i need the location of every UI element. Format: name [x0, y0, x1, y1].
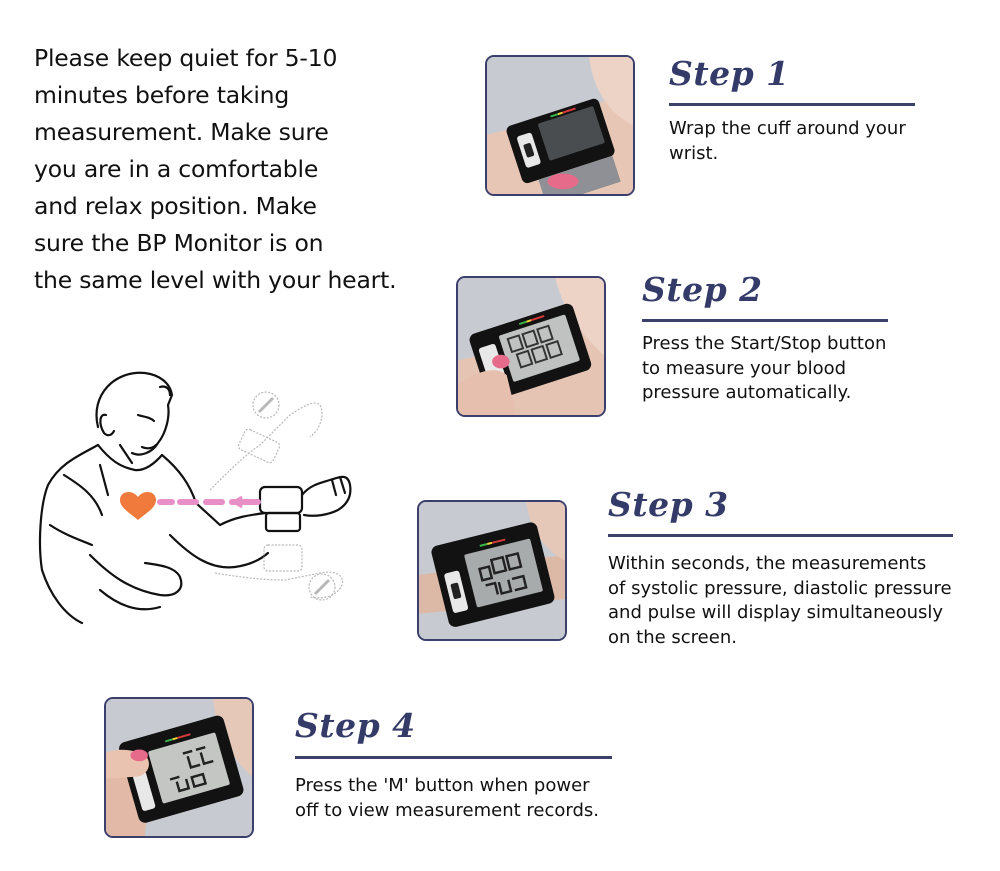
step-2-line: pressure automatically.	[642, 382, 852, 403]
step-1-line: Wrap the cuff around your	[669, 118, 906, 139]
step-4-photo	[104, 697, 254, 838]
step-2-line: Press the Start/Stop button	[642, 333, 887, 354]
step-1-description: Wrap the cuff around your wrist.	[669, 117, 906, 166]
step-1-photo	[485, 55, 635, 196]
intro-line: measurement. Make sure	[34, 118, 329, 146]
step-4-title: Step 4	[295, 706, 416, 745]
intro-line: sure the BP Monitor is on	[34, 229, 324, 257]
step-3-title: Step 3	[608, 485, 729, 524]
intro-paragraph: Please keep quiet for 5-10 minutes befor…	[34, 40, 434, 299]
step-3-line: of systolic pressure, diastolic pressure	[608, 577, 952, 599]
step-3-description: Within seconds, the measurements of syst…	[608, 552, 952, 650]
step-2-title: Step 2	[642, 270, 763, 309]
step-4-line: off to view measurement records.	[295, 799, 599, 821]
step-1-title: Step 1	[669, 54, 790, 93]
intro-line: the same level with your heart.	[34, 266, 397, 294]
man-measuring-wrist-bp-illustration	[20, 345, 370, 630]
step-1-line: wrist.	[669, 142, 719, 164]
step-3-photo	[417, 500, 567, 641]
step-2-divider	[642, 319, 888, 322]
intro-line: you are in a comfortable	[34, 155, 319, 183]
intro-line: minutes before taking	[34, 81, 290, 109]
step-3-divider	[608, 534, 953, 537]
step-1-divider	[669, 103, 915, 106]
step-4-line: Press the 'M' button when power	[295, 775, 590, 796]
step-2-description: Press the Start/Stop button to measure y…	[642, 332, 886, 406]
intro-line: and relax position. Make	[34, 192, 317, 220]
step-2-photo	[456, 276, 606, 417]
intro-line: Please keep quiet for 5-10	[34, 44, 338, 72]
step-4-description: Press the 'M' button when power off to v…	[295, 774, 599, 823]
step-3-line: on the screen.	[608, 626, 737, 648]
step-3-line: and pulse will display simultaneously	[608, 602, 944, 623]
step-3-line: Within seconds, the measurements	[608, 553, 927, 574]
step-2-line: to measure your blood	[642, 357, 847, 379]
step-4-divider	[295, 756, 612, 759]
